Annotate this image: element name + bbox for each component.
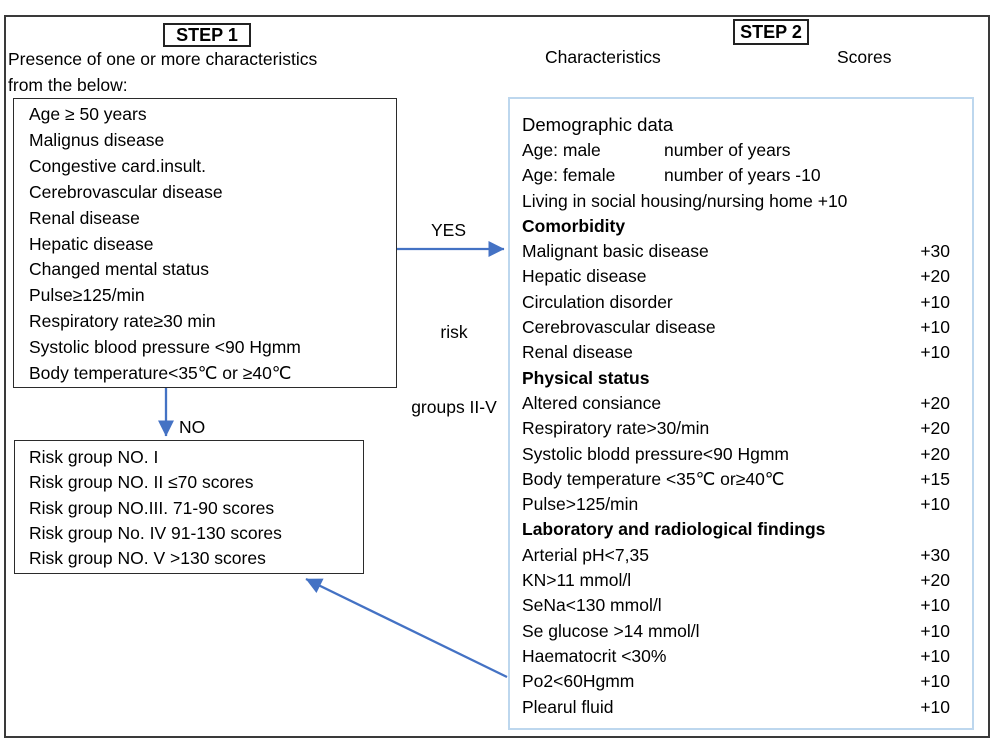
score-row-value: +20	[920, 418, 950, 439]
score-row-label: Hepatic disease	[522, 266, 647, 287]
step2-label: STEP 2	[740, 21, 802, 42]
step1-characteristic-item: Systolic blood pressure <90 Hgmm	[29, 337, 301, 358]
step2-score-row: KN>11 mmol/l +20	[522, 568, 950, 593]
score-row-value: +10	[920, 645, 950, 666]
step1-characteristic-item: Changed mental status	[29, 259, 209, 280]
column-header-characteristics: Characteristics	[545, 47, 661, 67]
no-label: NO	[179, 417, 206, 437]
step2-score-row: Systolic blodd pressure<90 Hgmm +20	[522, 442, 950, 467]
step2-score-row: Pulse>125/min +10	[522, 492, 950, 517]
score-row-value: +10	[920, 494, 950, 515]
step2-score-row: Po2<60Hgmm +10	[522, 669, 950, 694]
step1-characteristic-item: Body temperature<35℃ or ≥40℃	[29, 363, 292, 384]
step2-section-header: Physical status	[522, 367, 650, 388]
risk-group-item: Risk group NO.III. 71-90 scores	[29, 497, 275, 518]
step1-characteristic-item: Malignus disease	[29, 129, 165, 150]
score-row-value: +10	[920, 696, 950, 717]
step2-section-header: Comorbidity	[522, 215, 626, 236]
score-row-label: Altered consiance	[522, 392, 662, 413]
pair-label: Age: female	[522, 165, 616, 186]
score-row-value: +30	[920, 241, 950, 262]
step2-score-row: Se glucose >14 mmol/l +10	[522, 619, 950, 644]
step1-label: STEP 1	[176, 24, 238, 45]
score-row-value: +10	[920, 595, 950, 616]
step2-score-row: Altered consiance +20	[522, 391, 950, 416]
score-row-value: +10	[920, 620, 950, 641]
step1-characteristic-item: Respiratory rate≥30 min	[29, 311, 216, 332]
score-row-value: +20	[920, 443, 950, 464]
step2-plain-row: Living in social housing/nursing home +1…	[522, 190, 848, 211]
risk-group-item: Risk group NO. V >130 scores	[29, 548, 266, 569]
step1-intro-line2: from the below:	[8, 75, 128, 95]
step2-score-row: Arterial pH<7,35 +30	[522, 543, 950, 568]
step2-score-row: SeNa<130 mmol/l +10	[522, 593, 950, 618]
step2-score-row: Respiratory rate>30/min +20	[522, 416, 950, 441]
score-row-label: Plearul fluid	[522, 696, 614, 717]
score-row-label: Renal disease	[522, 342, 633, 363]
score-row-label: Cerebrovascular disease	[522, 317, 716, 338]
step1-label-box: STEP 1	[163, 23, 251, 47]
score-row-label: Systolic blodd pressure<90 Hgmm	[522, 443, 789, 464]
risk-group-item: Risk group NO. I	[29, 447, 159, 467]
score-row-value: +10	[920, 291, 950, 312]
outer-border	[4, 15, 990, 738]
step1-characteristic-item: Age ≥ 50 years	[29, 104, 147, 124]
risk-group-box: Risk group NO. I Risk group NO. II ≤70 sc…	[14, 440, 364, 574]
step1-characteristic-item: Pulse≥125/min	[29, 285, 145, 306]
pair-label: Age: male	[522, 140, 601, 160]
step2-score-row: Plearul fluid +10	[522, 695, 950, 720]
score-row-value: +20	[920, 266, 950, 287]
step1-intro-line1: Presence of one or more characteristics	[8, 49, 318, 69]
score-row-value: +20	[920, 392, 950, 413]
score-row-value: +10	[920, 671, 950, 692]
pair-value: number of years	[664, 140, 791, 160]
step1-characteristic-item: Congestive card.insult.	[29, 155, 207, 176]
step2-score-row: Haematocrit <30% +10	[522, 644, 950, 669]
step2-label-box: STEP 2	[733, 19, 809, 45]
score-row-label: Circulation disorder	[522, 291, 673, 312]
risk-note-line2: groups II-V	[411, 397, 497, 417]
step2-score-row: Body temperature <35℃ or≥40℃ +15	[522, 467, 950, 492]
step2-score-row: Circulation disorder +10	[522, 290, 950, 315]
score-row-label: Pulse>125/min	[522, 494, 639, 515]
step2-pair-row: Age: female number of years -10	[522, 163, 950, 188]
step2-score-row: Cerebrovascular disease +10	[522, 315, 950, 340]
column-header-scores: Scores	[837, 47, 892, 67]
step1-characteristic-item: Hepatic disease	[29, 233, 154, 254]
score-row-label: Respiratory rate>30/min	[522, 418, 710, 439]
yes-label: YES	[431, 220, 467, 240]
step1-characteristic-item: Cerebrovascular disease	[29, 181, 223, 202]
step2-section-header: Laboratory and radiological findings	[522, 519, 826, 540]
score-row-value: +15	[920, 468, 950, 489]
score-row-label: Arterial pH<7,35	[522, 544, 649, 565]
step2-score-row: Hepatic disease +20	[522, 264, 950, 289]
score-row-label: Po2<60Hgmm	[522, 671, 635, 692]
pair-value: number of years -10	[664, 165, 821, 186]
score-row-label: Body temperature <35℃ or≥40℃	[522, 468, 785, 489]
step2-section-header: Demographic data	[522, 114, 674, 135]
risk-groups-note: risk groups II-V	[400, 270, 508, 470]
step1-characteristic-item: Renal disease	[29, 207, 140, 228]
score-row-value: +20	[920, 570, 950, 591]
step2-score-row: Malignant basic disease +30	[522, 239, 950, 264]
step2-pair-row: Age: male number of years	[522, 138, 950, 163]
risk-group-item: Risk group No. IV 91-130 scores	[29, 522, 282, 543]
score-row-label: KN>11 mmol/l	[522, 570, 632, 591]
score-row-label: SeNa<130 mmol/l	[522, 595, 662, 616]
risk-group-item: Risk group NO. II ≤70 scores	[29, 472, 254, 493]
score-row-label: Se glucose >14 mmol/l	[522, 620, 700, 641]
score-row-label: Malignant basic disease	[522, 241, 709, 262]
step1-intro: Presence of one or more characteristics …	[8, 46, 317, 98]
score-row-value: +30	[920, 544, 950, 565]
score-row-value: +10	[920, 317, 950, 338]
risk-note-line1: risk	[440, 322, 468, 342]
step2-score-row: Renal disease +10	[522, 340, 950, 365]
score-row-label: Haematocrit <30%	[522, 645, 667, 666]
score-row-value: +10	[920, 342, 950, 363]
